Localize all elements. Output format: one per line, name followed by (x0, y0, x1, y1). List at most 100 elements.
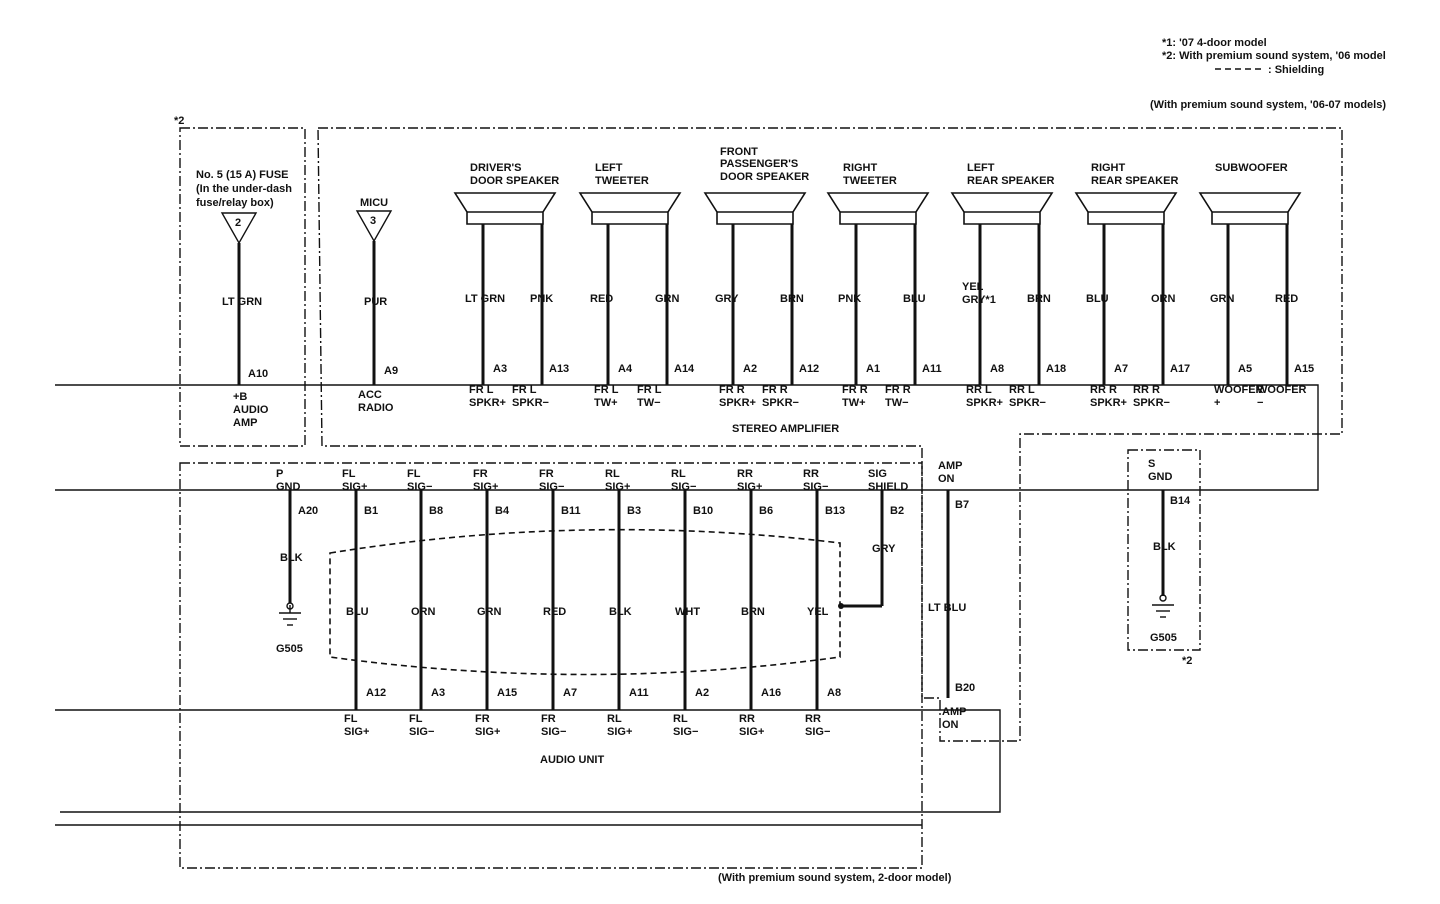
micu-wire-color: PUR (364, 296, 387, 308)
micu-term1: ACC (358, 389, 382, 401)
speaker-name-line1: LEFT (967, 162, 995, 174)
speaker-name-line1: DRIVER'S (470, 162, 522, 174)
amp-input-wire-color: YEL (807, 606, 829, 618)
speaker-wire-minus-color: BRN (780, 293, 804, 305)
speaker-wire-minus-color: BLU (903, 293, 926, 305)
speaker-term-plus-b: TW+ (842, 397, 866, 409)
audio-unit-label-a: RR (805, 713, 821, 725)
speaker-name-line2: REAR SPEAKER (967, 175, 1054, 187)
speaker-term-minus-b: SPKR− (762, 397, 799, 409)
fuse-triangle-icon (220, 212, 258, 245)
audio-unit-label-b: SIG− (541, 726, 566, 738)
amp-input-label-a: P (276, 468, 283, 480)
audio-unit-label-a: FL (409, 713, 423, 725)
audio-unit-pin: A11 (629, 687, 649, 699)
speaker-pin-plus: A1 (866, 363, 880, 375)
audio-unit-label-b: SIG− (673, 726, 698, 738)
amp-input-wire-color: BLK (280, 552, 303, 564)
amp-input-label-b: SIG+ (737, 481, 762, 493)
amp-input-pin: B8 (429, 505, 443, 517)
amp-input-label-b: SIG+ (473, 481, 498, 493)
speaker-name-line1: RIGHT (843, 162, 878, 174)
speaker-term-plus-b: SPKR+ (966, 397, 1003, 409)
speaker-pin-plus: A8 (990, 363, 1004, 375)
audio-unit-pin: A8 (827, 687, 841, 699)
speaker-wire-plus-color: YEL (962, 281, 984, 293)
amp-input-label-a: RR (737, 468, 753, 480)
audio-unit-label-b: SIG− (805, 726, 830, 738)
speaker-name-line2: TWEETER (843, 175, 897, 187)
audio-unit-label-b: SIG+ (607, 726, 632, 738)
amp-input-pin: B10 (693, 505, 713, 517)
speaker-term-plus-b: + (1214, 397, 1220, 409)
premium-2door-enclosure (179, 462, 923, 869)
micu-label: MICU (360, 197, 388, 209)
speaker-term-minus-b: TW− (637, 397, 661, 409)
speaker-name-line3: DOOR SPEAKER (720, 171, 809, 183)
speaker-name-line1: FRONT (720, 146, 758, 158)
s-gnd-wire-color: BLK (1153, 541, 1176, 553)
ground-left-label: G505 (276, 643, 303, 655)
speaker-wire-minus-color: BRN (1027, 293, 1051, 305)
shielding-outline (329, 528, 841, 676)
audio-unit-pin: A7 (563, 687, 577, 699)
notes: *1: '07 4-door model *2: With premium so… (1162, 37, 1386, 76)
speaker-wire-plus-color: PNK (838, 293, 861, 305)
amp-input-label-a: FR (473, 468, 488, 480)
speaker-term-plus-a: FR R (842, 384, 868, 396)
speaker-icon (826, 192, 930, 225)
audio-unit-pin: A16 (761, 687, 781, 699)
speaker-term-minus-b: SPKR− (1133, 397, 1170, 409)
speaker-term-plus-a: FR L (594, 384, 619, 396)
amp-input-wire-color: GRN (477, 606, 502, 618)
speaker-wire-plus-color: BLU (1086, 293, 1109, 305)
fuse-line2: (In the under-dash (196, 183, 292, 195)
s-gnd-pin: B14 (1170, 495, 1191, 507)
speaker-icon (1074, 192, 1178, 225)
speaker-term-plus-b: SPKR+ (469, 397, 506, 409)
audio-unit-label-a: RL (673, 713, 688, 725)
speaker-wire-plus-color: GRN (1210, 293, 1235, 305)
premium-4door-label: (With premium sound system, '06-07 model… (1150, 99, 1386, 111)
amp-input-label-b: SHIELD (868, 481, 908, 493)
speaker-pin-plus: A7 (1114, 363, 1128, 375)
amp-on-unit-a: AMP (942, 706, 966, 718)
speaker-name-line1: SUBWOOFER (1215, 162, 1288, 174)
enclosures: *2 (With premium sound system, '06-07 mo… (174, 99, 1386, 884)
s-gnd-enclosure (1127, 449, 1201, 651)
audio-unit-label-b: SIG− (409, 726, 434, 738)
audio-unit-outline (55, 709, 1001, 813)
amp-on-pin: B7 (955, 499, 969, 511)
note-1: *1: '07 4-door model (1162, 37, 1267, 49)
speaker-pin-minus: A14 (674, 363, 695, 375)
s-gnd-group: S GND B14 BLK G505 (1148, 458, 1191, 644)
speaker-term-plus-a: FR L (469, 384, 494, 396)
amp-input-pin: B13 (825, 505, 845, 517)
audio-unit-pin: A15 (497, 687, 517, 699)
speaker-name-line2: PASSENGER'S (720, 158, 798, 170)
amp-input-pin: B11 (561, 505, 581, 517)
amp-input-label-b: SIG− (671, 481, 696, 493)
speaker-wire-plus-color: LT GRN (465, 293, 505, 305)
speaker-name-line2: DOOR SPEAKER (470, 175, 559, 187)
note-marker-top-left: *2 (174, 115, 184, 127)
amp-input-wire-color: GRY (872, 543, 896, 555)
amp-input-wire-color: BRN (741, 606, 765, 618)
micu-triangle-icon (355, 210, 393, 243)
amp-input-label-a: SIG (868, 468, 887, 480)
audio-unit-label: AUDIO UNIT (540, 754, 604, 766)
s-gnd-ground-label: G505 (1150, 632, 1177, 644)
speaker-wire-minus-color: ORN (1151, 293, 1176, 305)
amp-input-label-a: FR (539, 468, 554, 480)
audio-unit-label-b: SIG+ (344, 726, 369, 738)
speaker-term-plus-b: SPKR+ (719, 397, 756, 409)
amp-input-label-a: RL (605, 468, 620, 480)
